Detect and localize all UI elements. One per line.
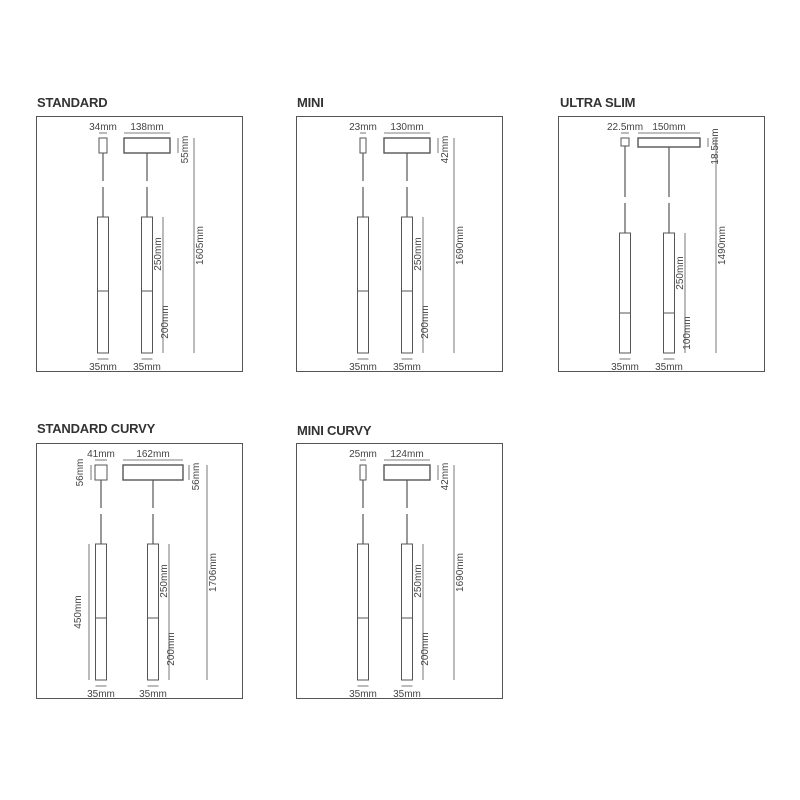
upper-length-label: 250mm (413, 564, 424, 597)
upper-length-label: 250mm (675, 256, 686, 289)
small-canopy-height-label: 56mm (75, 459, 86, 487)
right-pendant-tube (401, 543, 413, 681)
left-diameter-label: 35mm (349, 362, 377, 373)
right-pendant-tube (401, 216, 413, 354)
lower-length-label: 200mm (160, 305, 171, 338)
lower-length-label: 200mm (420, 305, 431, 338)
small-canopy (98, 137, 108, 154)
right-pendant-tube (147, 543, 159, 681)
left-pendant-tube (95, 543, 107, 681)
lower-length-label: 200mm (420, 632, 431, 665)
small-canopy-width-label: 41mm (87, 449, 115, 460)
panel-title-ultra-slim: ULTRA SLIM (560, 95, 636, 110)
right-diameter-label: 35mm (133, 362, 161, 373)
pendant-drawing: 23mm 130mm 35mm 35mm 42mm 250mm 200mm 1690mm (349, 122, 466, 373)
pendant-drawing: 22.5mm 150mm 35mm 35mm 18.5mm 250mm 100mm 1490m… (607, 122, 728, 373)
large-canopy-width-label: 138mm (130, 122, 163, 133)
right-pendant-tube (663, 232, 675, 354)
pendant-drawing: 41mm 162mm 35mm 35mm 56mm 56mm 450mm 250mm 200mm… (73, 449, 219, 700)
total-length-label: 1490mm (717, 226, 728, 265)
total-length-label: 1690mm (455, 553, 466, 592)
upper-length-label: 250mm (413, 237, 424, 270)
upper-length-label: 250mm (153, 237, 164, 270)
large-canopy-width-label: 124mm (390, 449, 423, 460)
left-diameter-label: 35mm (87, 689, 115, 700)
total-length-label: 1690mm (455, 226, 466, 265)
total-length-label: 1706mm (208, 553, 219, 592)
large-canopy-width-label: 130mm (390, 122, 423, 133)
lower-length-label: 100mm (682, 316, 693, 349)
small-canopy-width-label: 23mm (349, 122, 377, 133)
panel-title-mini: MINI (297, 95, 324, 110)
canopy-height-label: 42mm (440, 463, 451, 491)
diagram-panel-ultra-slim: 22.5mm 150mm 35mm 35mm 18.5mm 250mm 100mm 1490m… (558, 116, 765, 373)
total-length-label: 1605mm (195, 226, 206, 265)
pendant-drawing: 25mm 124mm 35mm 35mm 42mm 250mm 200mm 1690mm (349, 449, 466, 700)
panel-title-mini-curvy: MINI CURVY (297, 423, 372, 438)
canopy-height-label: 42mm (440, 136, 451, 164)
canopy-height-label: 55mm (180, 136, 191, 164)
upper-length-label: 250mm (159, 564, 170, 597)
large-canopy (637, 137, 701, 148)
left-diameter-label: 35mm (89, 362, 117, 373)
left-diameter-label: 35mm (611, 362, 639, 373)
small-canopy (359, 464, 367, 481)
small-canopy (94, 464, 108, 481)
right-pendant-tube (141, 216, 153, 354)
left-length-label: 450mm (73, 595, 84, 628)
left-diameter-label: 35mm (349, 689, 377, 700)
small-canopy (359, 137, 367, 154)
left-pendant-tube (97, 216, 109, 354)
right-diameter-label: 35mm (393, 362, 421, 373)
diagram-panel-mini: 23mm 130mm 35mm 35mm 42mm 250mm 200mm 1690mm (296, 116, 503, 373)
panel-title-standard: STANDARD (37, 95, 108, 110)
right-diameter-label: 35mm (655, 362, 683, 373)
diagram-panel-mini-curvy: 25mm 124mm 35mm 35mm 42mm 250mm 200mm 1690mm (296, 443, 503, 700)
small-canopy-width-label: 22.5mm (607, 122, 643, 133)
right-diameter-label: 35mm (393, 689, 421, 700)
large-canopy (383, 464, 431, 481)
small-canopy-width-label: 34mm (89, 122, 117, 133)
left-pendant-tube (357, 216, 369, 354)
right-diameter-label: 35mm (139, 689, 167, 700)
large-canopy-width-label: 150mm (652, 122, 685, 133)
left-pendant-tube (357, 543, 369, 681)
large-canopy (383, 137, 431, 154)
small-canopy-width-label: 25mm (349, 449, 377, 460)
panel-title-standard-curvy: STANDARD CURVY (37, 421, 156, 436)
diagram-panel-standard: 34mm 138mm 35mm 35mm 55mm 250mm 200mm 1605mm (36, 116, 243, 373)
large-canopy (122, 464, 184, 481)
left-pendant-tube (619, 232, 631, 354)
pendant-drawing: 34mm 138mm 35mm 35mm 55mm 250mm 200mm 1605mm (89, 122, 206, 373)
large-canopy (123, 137, 171, 154)
diagram-panel-standard-curvy: 41mm 162mm 35mm 35mm 56mm 56mm 450mm 250mm 200mm… (36, 443, 243, 700)
small-canopy (620, 137, 630, 147)
canopy-height-label: 56mm (191, 463, 202, 491)
large-canopy-width-label: 162mm (136, 449, 169, 460)
canopy-height-label: 18.5mm (710, 128, 721, 164)
lower-length-label: 200mm (166, 632, 177, 665)
